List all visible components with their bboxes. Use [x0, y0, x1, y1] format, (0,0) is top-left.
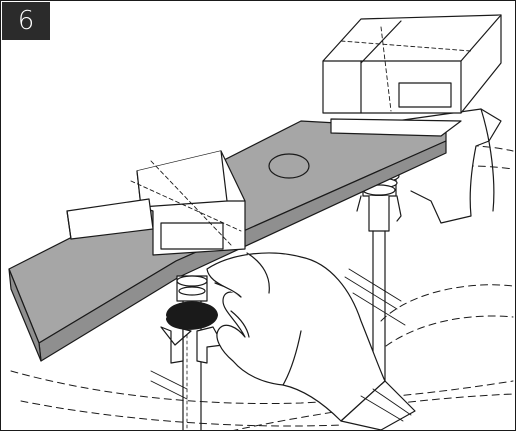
hand-tightening-nut — [206, 252, 416, 430]
left-valve-assembly — [176, 275, 208, 430]
motion-lines — [150, 268, 406, 400]
right-faucet-handle — [322, 14, 502, 137]
left-faucet-spout — [66, 150, 246, 256]
step-number: 6 — [17, 6, 35, 36]
step-number-badge: 6 — [2, 2, 50, 40]
clockwise-rotation-arrow-icon — [160, 301, 224, 364]
